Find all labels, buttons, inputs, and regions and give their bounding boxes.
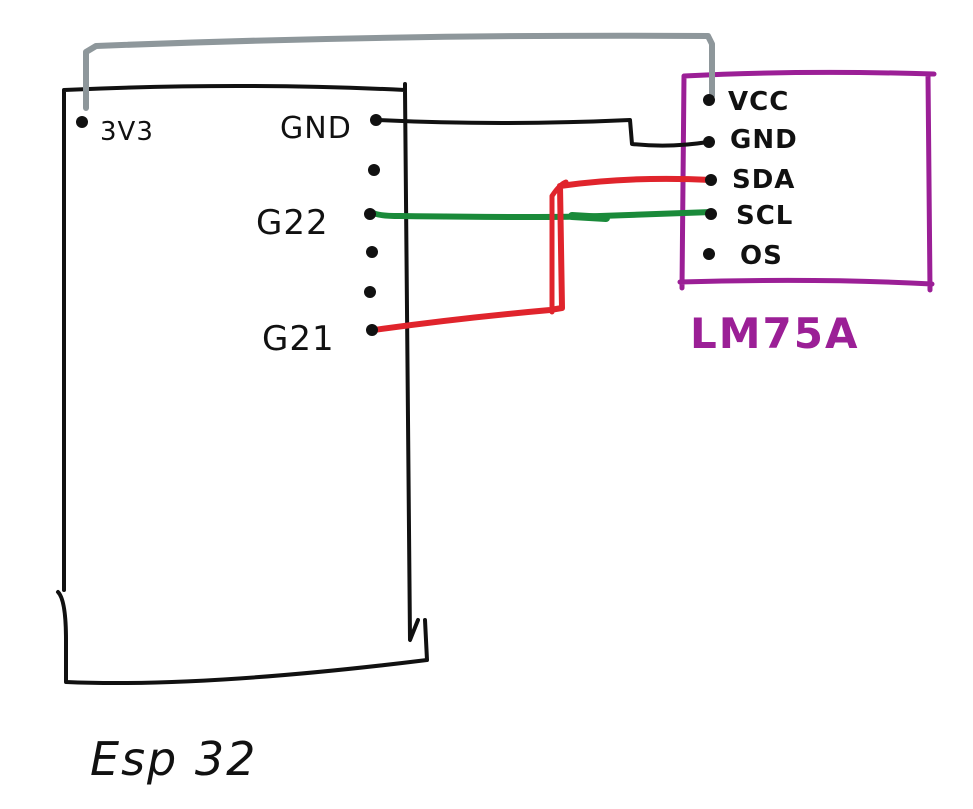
pin-dot-sda (705, 174, 717, 186)
esp32-label-gnd: GND (280, 111, 352, 146)
pin-dot-unlabeled-2 (366, 246, 378, 258)
esp32-pins (76, 114, 382, 336)
lm75a-outline (677, 69, 937, 293)
wire-g22-scl-overlap (568, 212, 610, 222)
lm75a-module (677, 69, 937, 293)
wires (83, 32, 715, 333)
pin-dot-gnd (370, 114, 382, 126)
lm75a-title: LM75A (690, 309, 860, 358)
esp32-label-3v3: 3V3 (100, 117, 154, 147)
esp32-title: Esp 32 (90, 732, 257, 786)
esp32-board (56, 82, 429, 686)
lm75a-label-sda: SDA (732, 165, 795, 195)
pin-dot-g22 (364, 208, 376, 220)
esp32-label-g21: G21 (262, 319, 335, 359)
wire-g21-sda-bend (549, 179, 569, 315)
pin-dot-scl (705, 208, 717, 220)
pin-dot-g21 (366, 324, 378, 336)
pin-dot-os (703, 248, 715, 260)
pin-dot-3v3 (76, 116, 88, 128)
wire-g22-scl (369, 209, 715, 220)
esp32-label-g22: G22 (256, 203, 329, 243)
pin-dot-lm-gnd (703, 136, 715, 148)
lm75a-label-gnd: GND (730, 125, 798, 155)
lm75a-pins (703, 94, 717, 260)
pin-dot-vcc (703, 94, 715, 106)
esp32-outline (56, 84, 429, 686)
pin-dot-unlabeled-3 (364, 286, 376, 298)
lm75a-label-os: OS (740, 241, 783, 271)
wire-3v3-vcc (83, 32, 715, 111)
wire-g21-sda (371, 175, 715, 333)
lm75a-label-vcc: VCC (728, 87, 789, 117)
pin-dot-unlabeled-1 (368, 164, 380, 176)
lm75a-label-scl: SCL (736, 201, 793, 231)
wire-gnd-gnd (376, 118, 710, 148)
